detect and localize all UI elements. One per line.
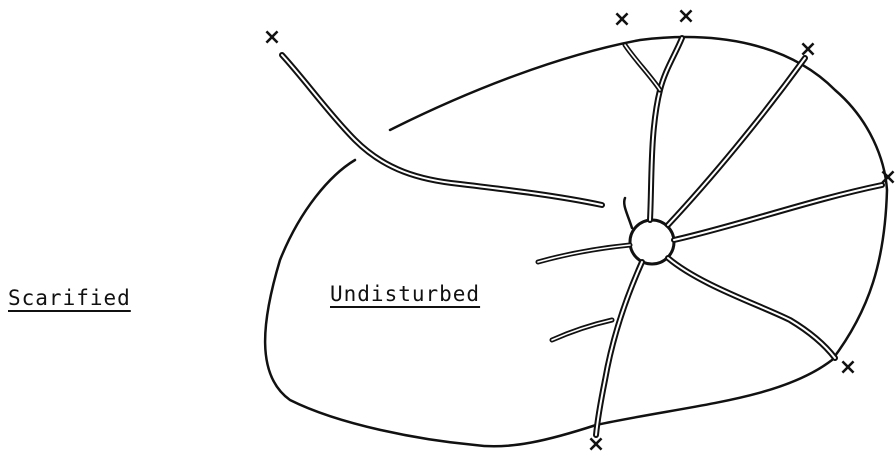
label-undisturbed: Undisturbed [330, 282, 480, 306]
x-marker-top-1: × [613, 7, 631, 32]
region-outline-upper [265, 37, 887, 446]
road-northeast [668, 58, 805, 225]
spur-west [538, 245, 630, 262]
road-north [650, 38, 682, 220]
road-southeast [668, 258, 835, 358]
x-marker-top-left: × [263, 25, 281, 50]
x-marker-top-2: × [677, 4, 695, 29]
spur-stub [624, 198, 632, 228]
x-marker-right: × [879, 165, 895, 190]
x-marker-bottom: × [587, 432, 605, 457]
road-south [596, 262, 642, 435]
x-marker-bottom-right: × [839, 355, 857, 380]
x-marker-top-right: × [799, 37, 817, 62]
label-scarified: Scarified [8, 286, 131, 310]
